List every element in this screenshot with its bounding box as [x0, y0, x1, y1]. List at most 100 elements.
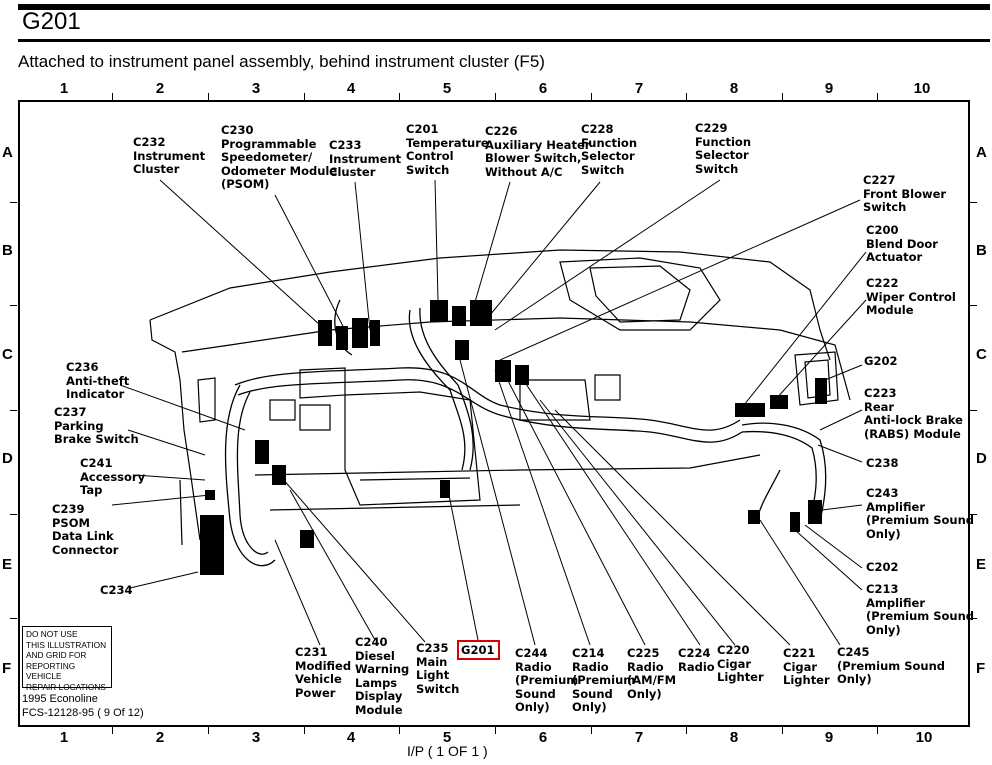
grid-col-bottom: 9 [824, 729, 834, 746]
grid-tick [591, 93, 592, 100]
grid-row-right: A [976, 144, 987, 161]
connector-c232 [318, 320, 332, 346]
grid-col-bottom: 1 [59, 729, 69, 746]
grid-row-right: D [976, 450, 987, 467]
grid-col-top: 6 [538, 80, 548, 97]
g201-label: G201 [461, 643, 495, 657]
grid-tick [877, 727, 878, 734]
grid-col-top: 9 [824, 80, 834, 97]
grid-tick [686, 727, 687, 734]
grid-tick [208, 727, 209, 734]
grid-tick [10, 514, 17, 515]
grid-tick [970, 410, 977, 411]
grid-col-bottom: 8 [729, 729, 739, 746]
title-rule [18, 4, 990, 10]
grid-tick [495, 727, 496, 734]
grid-col-top: 8 [729, 80, 739, 97]
vehicle-info: 1995 Econoline FCS-12128-95 ( 9 Of 12) [22, 692, 144, 720]
grid-tick [112, 727, 113, 734]
grid-tick [10, 410, 17, 411]
grid-col-top: 10 [913, 80, 931, 97]
grid-row-right: B [976, 242, 987, 259]
grid-col-top: 4 [346, 80, 356, 97]
diagram-frame [18, 100, 970, 727]
page-indicator: I/P ( 1 OF 1 ) [407, 743, 488, 759]
callout-c238: C238 [866, 456, 899, 470]
grid-tick [782, 93, 783, 100]
grid-row-right: F [976, 660, 986, 677]
grid-tick [112, 93, 113, 100]
vehicle-model: 1995 Econoline [22, 693, 98, 705]
location-description: Attached to instrument panel assembly, b… [18, 52, 545, 71]
grid-tick [970, 202, 977, 203]
leader-lines [111, 179, 867, 646]
grid-col-bottom: 3 [251, 729, 261, 746]
grid-tick [304, 93, 305, 100]
grid-tick [970, 514, 977, 515]
grid-row-left: B [2, 242, 13, 259]
grid-col-bottom: 7 [634, 729, 644, 746]
grid-col-top: 7 [634, 80, 644, 97]
grid-tick [399, 727, 400, 734]
grid-row-right: C [976, 346, 987, 363]
dashboard-outline [149, 249, 851, 546]
grid-tick [877, 93, 878, 100]
callout-g202: G202 [864, 354, 898, 368]
figure-code: FCS-12128-95 ( 9 Of 12) [22, 707, 144, 719]
wiring-harness [224, 299, 827, 567]
grid-tick [686, 93, 687, 100]
title-underline [18, 39, 990, 42]
grid-col-bottom: 5 [442, 729, 452, 746]
grid-col-top: 1 [59, 80, 69, 97]
grid-col-bottom: 4 [346, 729, 356, 746]
grid-row-left: F [2, 660, 12, 677]
grid-tick [208, 93, 209, 100]
grid-tick [10, 618, 17, 619]
grid-tick [495, 93, 496, 100]
grid-row-left: D [2, 450, 13, 467]
grid-col-bottom: 10 [915, 729, 933, 746]
callout-c234: C234 [100, 583, 133, 597]
grid-col-top: 5 [442, 80, 452, 97]
disclaimer-note: DO NOT USE THIS ILLUSTRATION AND GRID FO… [22, 626, 112, 692]
grid-tick [782, 727, 783, 734]
grid-col-top: 3 [251, 80, 261, 97]
grid-tick [399, 93, 400, 100]
grid-tick [10, 202, 17, 203]
grid-row-left: C [2, 346, 13, 363]
grid-row-right: E [976, 556, 987, 573]
grid-col-top: 2 [155, 80, 165, 97]
grid-col-bottom: 2 [155, 729, 165, 746]
grid-tick [591, 727, 592, 734]
grid-row-left: A [2, 144, 13, 161]
grid-col-bottom: 6 [538, 729, 548, 746]
g201-highlight-box [457, 640, 500, 660]
